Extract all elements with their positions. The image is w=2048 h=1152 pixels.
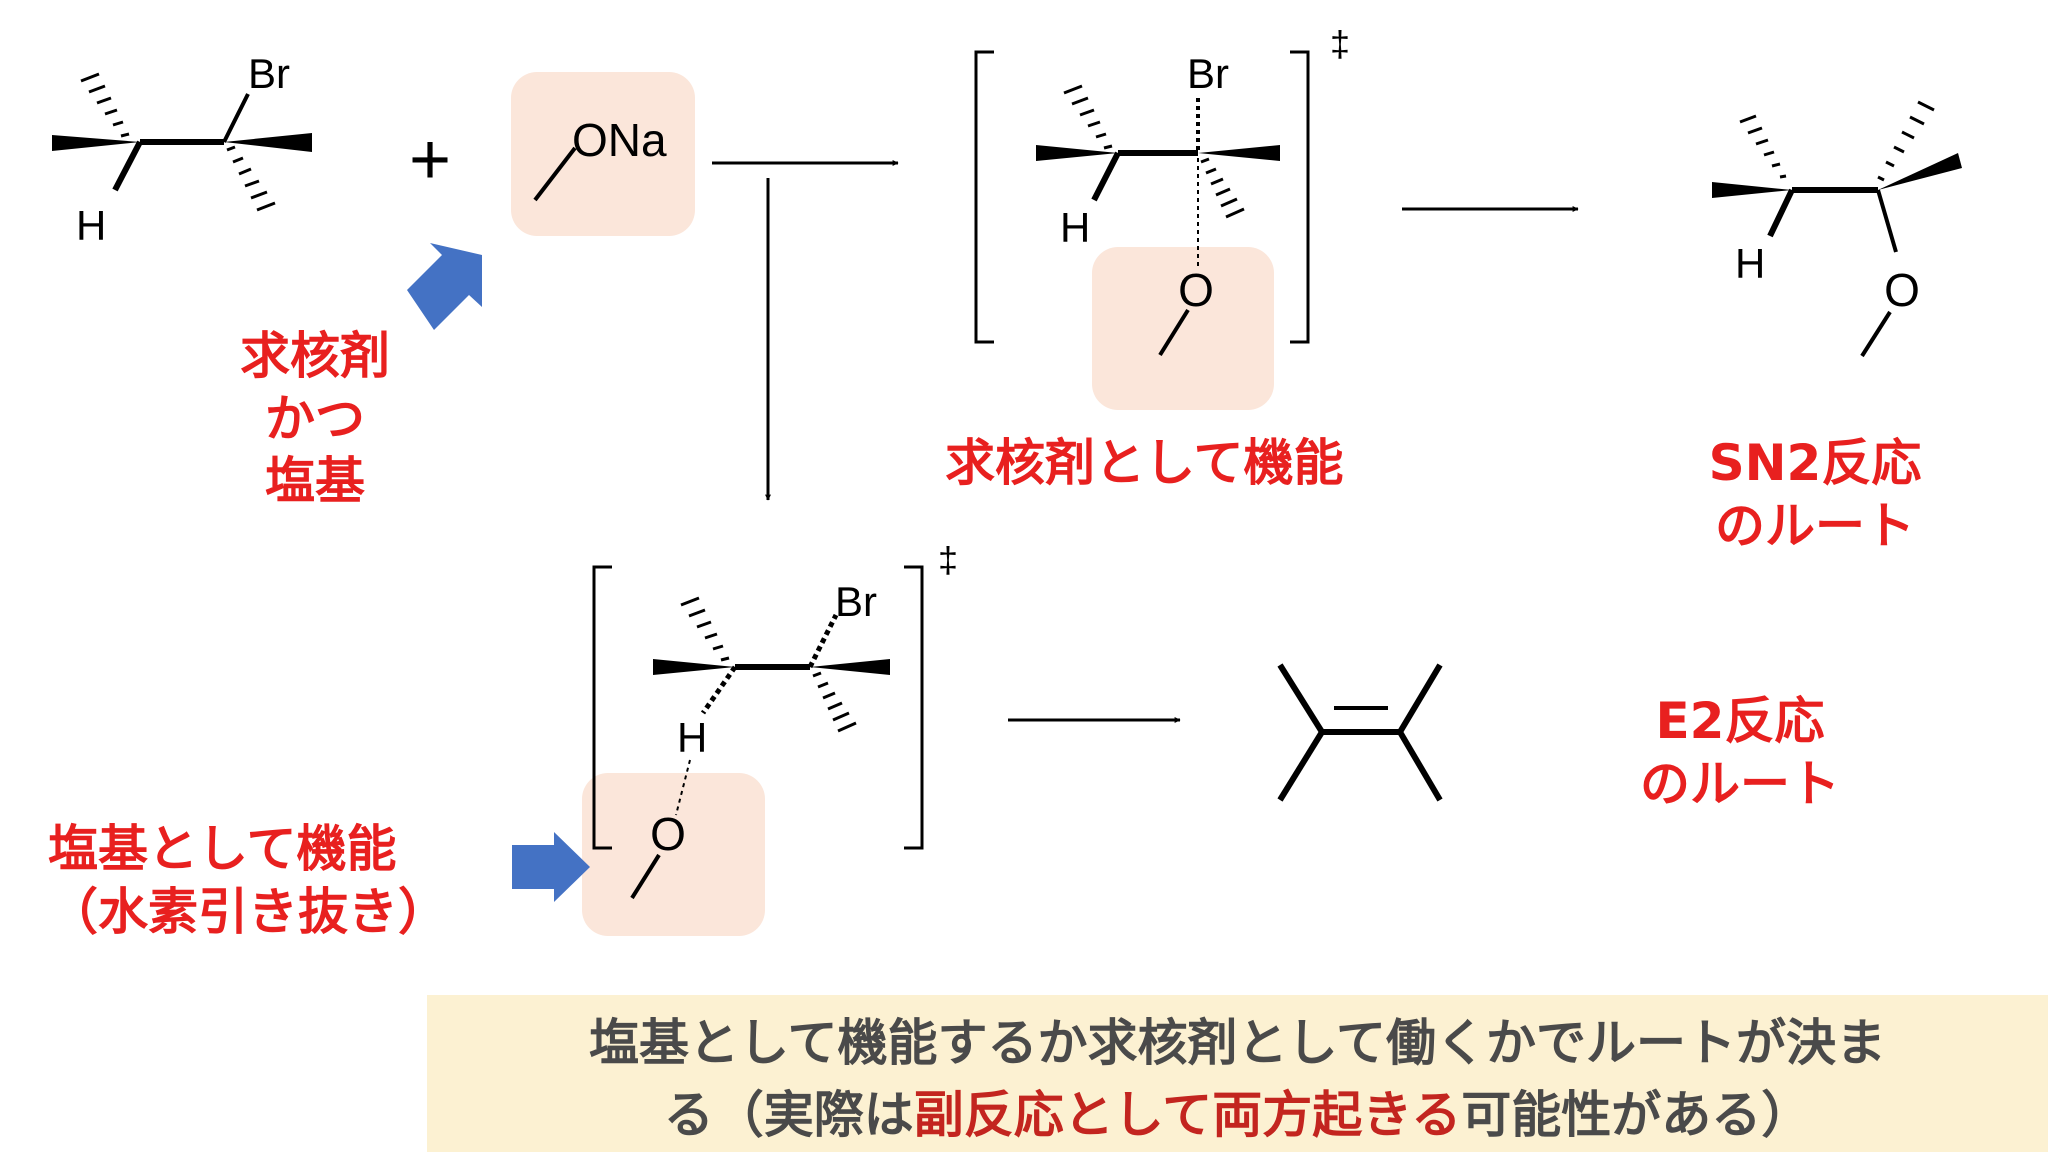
label-reagent-role: 求核剤 かつ 塩基 (230, 325, 400, 513)
atom-label-o: O (1178, 264, 1214, 316)
hashed-bond (1063, 84, 1113, 150)
bracket-left (592, 565, 612, 850)
label-e2-route: E2反応 のルート (1610, 690, 1870, 815)
note-highlight: 副反応として両方起きる (913, 1086, 1462, 1144)
hashed-bond (812, 671, 857, 733)
bracket-right (1290, 50, 1310, 344)
summary-note: 塩基として機能するか求核剤として働くかでルートが決ま る（実際は副反応として両方… (427, 995, 2048, 1152)
label-base-role: 塩基として機能 （水素引き抜き） (48, 818, 448, 943)
label-nucleophile-role: 求核剤として機能 (945, 434, 1344, 492)
label-line: E2反応 (1655, 692, 1825, 750)
ts-symbol: ‡ (1330, 23, 1350, 64)
reagent-box-sn2-ts (1092, 247, 1274, 410)
plus-sign: + (409, 120, 451, 200)
label-sn2-route: SN2反応 のルート (1680, 432, 1950, 557)
alkene-product (1277, 663, 1443, 802)
atom-label-br: Br (835, 578, 877, 625)
atom-label-o: O (1884, 264, 1920, 316)
partial-bond-oh (675, 759, 691, 816)
hashed-bond (680, 596, 730, 662)
hashed-bond (1877, 100, 1935, 182)
bracket-right (904, 565, 924, 850)
hashed-bond (80, 72, 130, 138)
reagent-box-e2-ts (582, 773, 765, 936)
hashed-bond (226, 145, 276, 212)
hashed-bond (1200, 157, 1245, 219)
atom-label-h: H (1735, 240, 1765, 287)
atom-label-h: H (76, 202, 106, 249)
note-line-2: る（実際は副反応として両方起きる可能性がある） (427, 1075, 2048, 1147)
label-line: 塩基として機能 (48, 820, 397, 878)
note-text: る（実際は (663, 1086, 914, 1144)
atom-label-h: H (677, 714, 707, 761)
sodium-methoxide: ONa (533, 114, 667, 202)
label-line: かつ (265, 389, 365, 448)
hashed-bond (1739, 114, 1787, 179)
label-line: （水素引き抜き） (48, 882, 448, 941)
atom-label-o: O (650, 808, 686, 860)
partial-bond-br (807, 613, 839, 669)
atom-label-br: Br (248, 50, 290, 97)
partial-bond-h (700, 665, 738, 715)
atom-label-h: H (1060, 204, 1090, 251)
sn2-transition-state: ‡ Br H O (974, 23, 1350, 357)
atom-label-ona: ONa (572, 114, 667, 166)
note-text: 可能性がある） (1461, 1086, 1812, 1144)
label-line: SN2反応 (1708, 434, 1922, 492)
label-line: のルート (1715, 496, 1915, 555)
label-line: 求核剤 (240, 327, 390, 385)
atom-label-br: Br (1187, 50, 1229, 97)
e2-transition-state: ‡ Br H O (592, 539, 958, 900)
blue-arrow-base (512, 832, 590, 902)
label-line: 塩基 (265, 452, 365, 510)
blue-arrow-reagent (407, 243, 482, 330)
sn2-product-ether: H O (1712, 100, 1962, 358)
note-line-1: 塩基として機能するか求核剤として働くかでルートが決ま (589, 1014, 1886, 1072)
label-line: のルート (1640, 754, 1840, 813)
reagent-box-methoxide (511, 72, 695, 236)
reactant-bromide: Br H (52, 50, 312, 249)
ts-symbol: ‡ (938, 539, 958, 580)
bracket-left (974, 50, 994, 344)
